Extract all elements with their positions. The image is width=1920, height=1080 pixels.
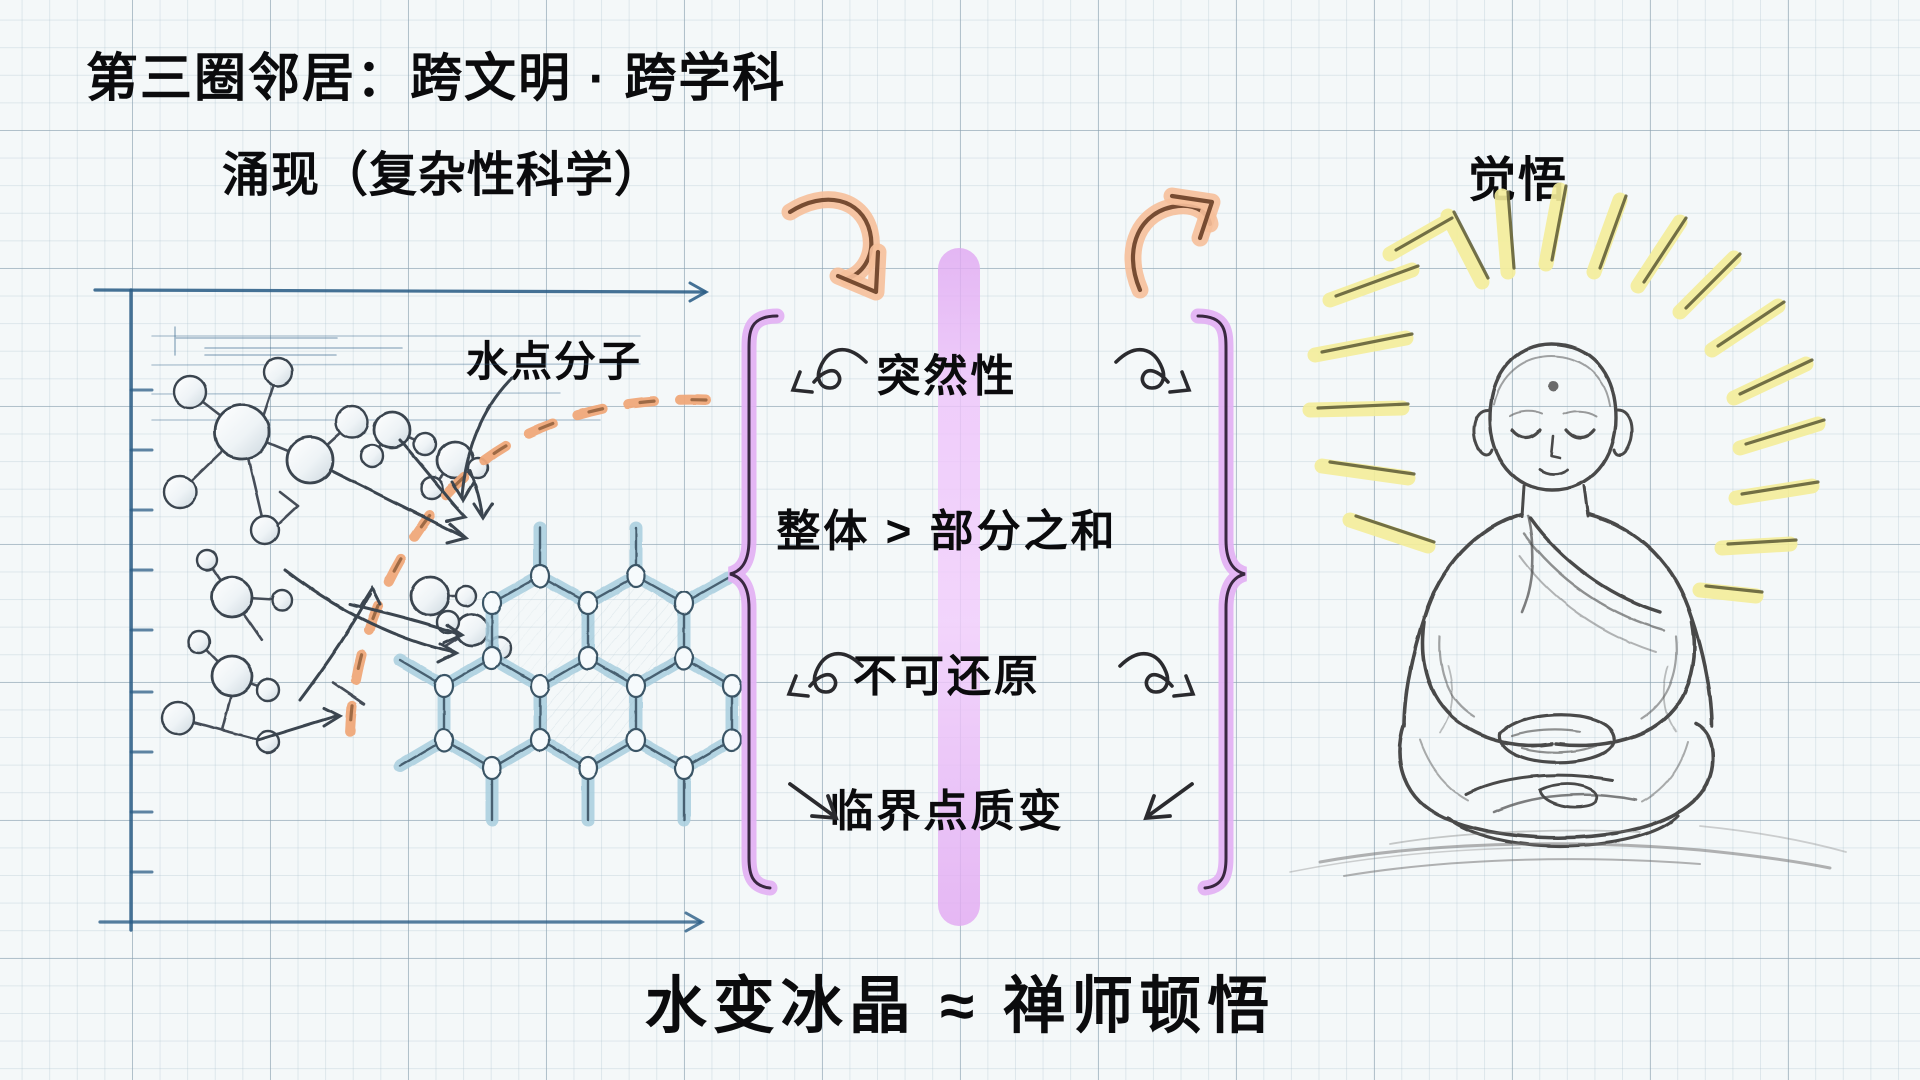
center-item-3: 临界点质变	[0, 775, 1920, 839]
center-item-label: 不可还原	[853, 652, 1041, 701]
left-panel-heading: 涌现（复杂性科学）	[222, 149, 664, 202]
page-title: 第三圈邻居：跨文明 · 跨学科	[86, 50, 787, 108]
center-item-label: 临界点质变	[829, 787, 1065, 836]
meditating-monk-figure	[1397, 342, 1715, 848]
center-item-1: 整体 > 部分之和	[0, 495, 1920, 559]
center-item-2: 不可还原	[0, 640, 1920, 704]
right-panel-heading: 觉悟	[1468, 154, 1569, 207]
orange-hook-arrow-right	[1124, 187, 1221, 299]
center-item-label: 整体 > 部分之和	[776, 507, 1118, 556]
orange-hook-arrow-left	[781, 191, 887, 301]
bottom-caption: 水变冰晶 ≈ 禅师顿悟	[644, 972, 1276, 1041]
center-item-label: 突然性	[876, 352, 1018, 401]
center-item-0: 突然性	[0, 340, 1920, 404]
center-purple-band	[938, 248, 980, 926]
